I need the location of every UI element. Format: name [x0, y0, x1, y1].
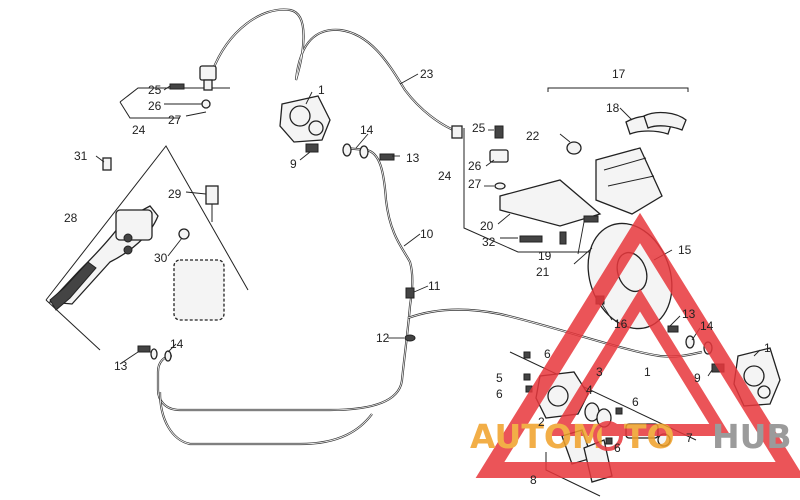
callout-2: 2	[538, 415, 545, 429]
callout-6-c: 6	[632, 395, 639, 409]
bleeder-screw-icon	[305, 143, 319, 153]
banjo-bolt-icon	[137, 345, 151, 353]
watermark-text-2: TO	[624, 417, 675, 456]
switch-icon	[205, 185, 219, 205]
bolt-icon	[519, 235, 543, 243]
callout-27-right: 27	[468, 177, 482, 191]
bolt-icon	[102, 157, 112, 171]
bracket-icon	[499, 179, 602, 227]
callout-14-upper: 14	[360, 123, 374, 137]
callout-9-upper: 9	[290, 157, 297, 171]
callout-10: 10	[420, 227, 434, 241]
callout-18: 18	[606, 101, 620, 115]
handbrake-lever-assembly	[45, 145, 249, 351]
washer-icon	[164, 350, 172, 362]
watermark-inner-triangle	[549, 288, 731, 436]
clevis-icon	[489, 149, 509, 163]
lever-bracket	[115, 209, 153, 241]
callout-20: 20	[480, 219, 494, 233]
callout-6-b: 6	[496, 387, 503, 401]
callout-29: 29	[168, 187, 182, 201]
callout-31: 31	[74, 149, 88, 163]
callout-25-upper-left: 25	[148, 83, 162, 97]
callout-8: 8	[530, 473, 537, 487]
callout-6-a: 6	[544, 347, 551, 361]
upper-caliper	[279, 95, 395, 161]
bolt-icon	[405, 287, 415, 299]
callout-22: 22	[526, 129, 540, 143]
callout-12: 12	[376, 331, 390, 345]
callout-labels: 1 1 1 2 3 4 5 6 6 6 6 7 8 9 9 10 11 12 1…	[64, 67, 771, 487]
watermark-wheel-icon	[593, 421, 623, 451]
banjo-bolt-icon	[667, 325, 679, 333]
clip-icon	[404, 334, 416, 342]
watermark-triangle	[475, 212, 800, 478]
callout-24-upper-left: 24	[132, 123, 146, 137]
brake-cable	[210, 8, 459, 134]
callout-21: 21	[536, 265, 550, 279]
callout-25-right: 25	[472, 121, 486, 135]
callout-1-upper: 1	[318, 83, 325, 97]
bolt-icon	[169, 83, 185, 90]
lower-left-fitting	[137, 287, 416, 362]
cable-ferrule	[203, 79, 213, 91]
callout-13-right: 13	[682, 307, 696, 321]
bolt-icon	[583, 215, 599, 223]
cable-end-upper-left	[119, 65, 230, 119]
callout-11: 11	[428, 279, 441, 293]
washer-icon	[359, 145, 369, 159]
pin-icon	[178, 228, 190, 240]
callout-13-lower-left: 13	[114, 359, 128, 373]
watermark-logo: AUTOM TO HUB	[470, 212, 800, 478]
callout-15: 15	[678, 243, 692, 257]
lever-grip	[49, 261, 97, 311]
screw-icon	[523, 351, 531, 359]
bolt-icon	[559, 231, 567, 245]
watermark-text-1: AUTOM	[470, 417, 605, 456]
callout-6-d: 6	[614, 441, 621, 455]
banjo-bolt-icon	[379, 153, 395, 161]
callout-5: 5	[496, 371, 503, 385]
washer-icon	[494, 182, 506, 190]
washer-icon	[201, 99, 211, 109]
callout-17: 17	[612, 67, 626, 81]
callout-23: 23	[420, 67, 434, 81]
callout-30: 30	[154, 251, 168, 265]
brake-pad-icon	[643, 111, 687, 131]
callout-7: 7	[686, 431, 693, 445]
callout-27-upper-left: 27	[168, 113, 182, 127]
screw-icon	[615, 407, 623, 415]
callout-14-lower-left: 14	[170, 337, 184, 351]
screw-icon	[605, 437, 613, 445]
callout-16: 16	[614, 317, 628, 331]
callout-9-lower: 9	[694, 371, 701, 385]
callout-1-lower-right: 1	[764, 341, 771, 355]
callout-3: 3	[596, 365, 603, 379]
callout-28: 28	[64, 211, 78, 225]
washer-icon	[342, 143, 352, 157]
watermark-text-3: HUB	[712, 417, 792, 456]
cable-end-icon	[451, 125, 463, 139]
callout-19: 19	[538, 249, 552, 263]
callout-26-upper-left: 26	[148, 99, 162, 113]
frame-mount-outline	[173, 259, 225, 321]
callout-32: 32	[482, 235, 496, 249]
cable-adjuster	[199, 65, 217, 81]
callout-14-right: 14	[700, 319, 714, 333]
nut-icon	[566, 141, 582, 155]
washer-icon	[685, 335, 695, 349]
callout-13-upper: 13	[406, 151, 420, 165]
callout-26-right: 26	[468, 159, 482, 173]
bolt-icon	[494, 125, 504, 139]
callout-24-right: 24	[438, 169, 452, 183]
callout-1-lower-center: 1	[644, 365, 651, 379]
callout-4: 4	[586, 383, 593, 397]
mechanical-caliper-assembly	[451, 87, 689, 253]
screw-icon	[523, 373, 531, 381]
washer-icon	[150, 348, 158, 360]
